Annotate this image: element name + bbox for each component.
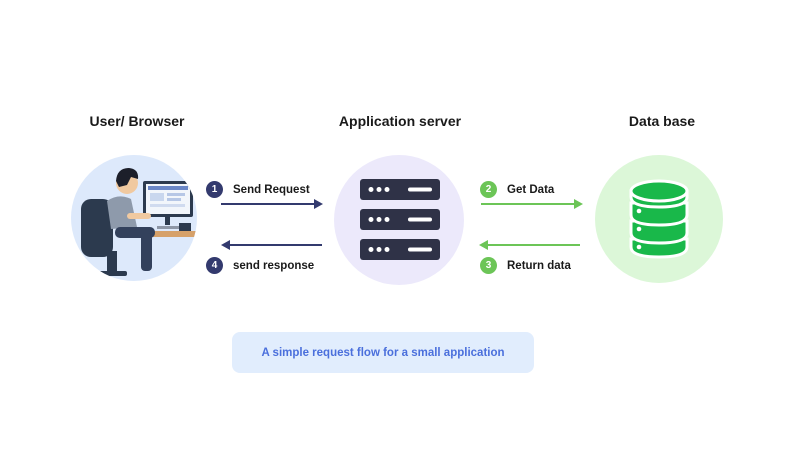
response-arrow-left xyxy=(221,240,322,250)
database-title: Data base xyxy=(628,113,696,129)
step-get-data: 2 Get Data xyxy=(480,181,554,198)
step-return-data: 3 Return data xyxy=(480,257,571,274)
database-node xyxy=(595,155,723,283)
get-data-arrow-right xyxy=(481,199,583,209)
step-number-badge: 2 xyxy=(480,181,497,198)
user-browser-node xyxy=(71,155,197,281)
request-arrow-right xyxy=(221,199,323,209)
application-server-node xyxy=(334,155,464,285)
return-data-arrow-left xyxy=(479,240,580,250)
server-rack-icon xyxy=(360,179,440,260)
step-number-badge: 1 xyxy=(206,181,223,198)
step-number-badge: 3 xyxy=(480,257,497,274)
step-label: Send Request xyxy=(233,183,310,196)
step-label: Return data xyxy=(507,259,571,272)
person-at-computer-illustration xyxy=(81,168,197,276)
step-label: Get Data xyxy=(507,183,555,196)
step-send-request: 1 Send Request xyxy=(206,181,310,198)
step-send-response: 4 send response xyxy=(206,257,314,274)
user-browser-title: User/ Browser xyxy=(89,113,185,129)
step-number-badge: 4 xyxy=(206,257,223,274)
application-server-title: Application server xyxy=(338,113,462,129)
database-icon xyxy=(629,179,689,259)
caption-text: A simple request flow for a small applic… xyxy=(261,346,505,359)
caption-box: A simple request flow for a small applic… xyxy=(232,332,534,373)
step-label: send response xyxy=(233,259,315,272)
